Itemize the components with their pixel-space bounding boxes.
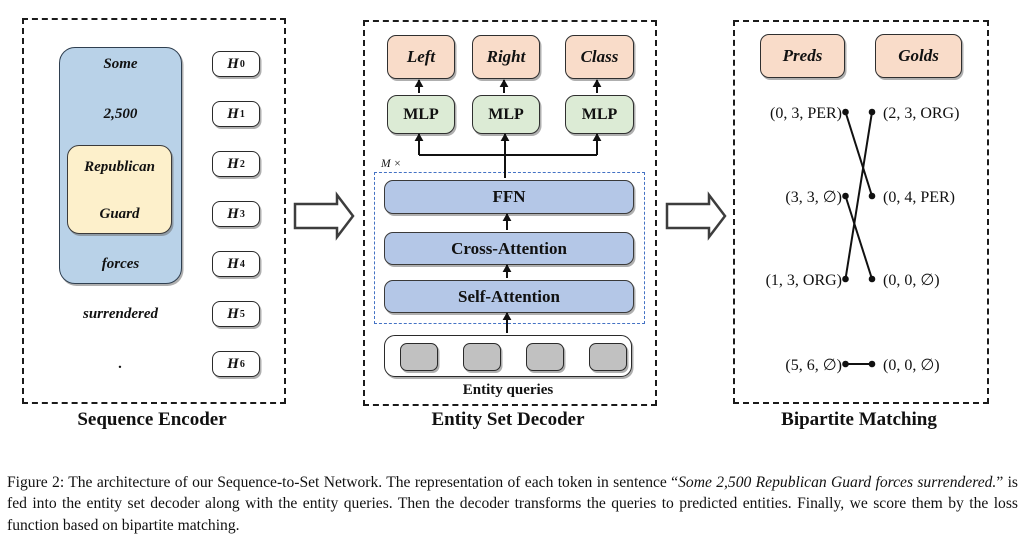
gold-tuple-3: (0, 0, ∅)	[883, 357, 940, 374]
decoder-loop-box	[374, 172, 645, 324]
token-surrendered: surrendered	[82, 306, 158, 322]
entity-query-slot	[400, 343, 438, 371]
decoder-loop-count-label: M ×	[381, 158, 402, 170]
entity-span-box	[67, 145, 172, 234]
mlp-box-left: MLP	[387, 95, 455, 134]
ffn-layer-box: FFN	[384, 180, 634, 214]
entity-set-decoder-title: Entity Set Decoder	[431, 409, 585, 430]
entity-query-slot	[526, 343, 564, 371]
caption-suffix: ” is fed into the entity set decoder alo…	[7, 473, 1018, 534]
sequence-encoder-title: Sequence Encoder	[77, 409, 227, 430]
token-period: .	[118, 356, 123, 372]
bipartite-matching-title: Bipartite Matching	[781, 409, 937, 430]
caption-prefix: Figure 2: The architecture of our Sequen…	[7, 473, 679, 491]
token-forces: forces	[101, 256, 140, 272]
head-class-box: Class	[565, 35, 634, 79]
entity-queries-container	[384, 335, 632, 377]
entity-queries-label: Entity queries	[462, 382, 554, 398]
pred-tuple-1: (3, 3, ∅)	[785, 189, 842, 206]
pred-tuple-0: (0, 3, PER)	[770, 105, 842, 122]
cross-attention-layer-box: Cross-Attention	[384, 232, 634, 265]
self-attention-layer-box: Self-Attention	[384, 280, 634, 313]
pred-tuple-3: (5, 6, ∅)	[785, 357, 842, 374]
token-guard: Guard	[99, 206, 140, 222]
entity-set-decoder-panel: Left Right Class MLP MLP MLP M × FFN Cro…	[363, 20, 657, 406]
entity-query-slot	[589, 343, 627, 371]
pred-tuple-2: (1, 3, ORG)	[765, 272, 842, 289]
right-block-arrow-icon	[293, 191, 355, 241]
preds-header-box: Preds	[760, 34, 845, 78]
gold-tuple-2: (0, 0, ∅)	[883, 272, 940, 289]
bipartite-matching-panel: Preds Golds (0, 3, PER) (3, 3, ∅) (1, 3,…	[733, 20, 989, 404]
figure-2-diagram: Some 2,500 Republican Guard forces surre…	[22, 18, 989, 430]
head-right-box: Right	[472, 35, 540, 79]
mlp-box-class: MLP	[565, 95, 634, 134]
mlp-box-right: MLP	[472, 95, 540, 134]
token-some: Some	[103, 56, 138, 72]
entity-query-slot	[463, 343, 501, 371]
caption-sentence-italic: Some 2,500 Republican Guard forces surre…	[678, 473, 997, 491]
token-2500: 2,500	[103, 106, 138, 122]
gold-tuple-1: (0, 4, PER)	[883, 189, 955, 206]
gold-tuple-0: (2, 3, ORG)	[883, 105, 960, 122]
sequence-encoder-panel: Some 2,500 Republican Guard forces surre…	[22, 18, 286, 404]
figure-caption: Figure 2: The architecture of our Sequen…	[7, 472, 1018, 537]
head-left-box: Left	[387, 35, 455, 79]
golds-header-box: Golds	[875, 34, 962, 78]
token-republican: Republican	[84, 159, 155, 175]
right-block-arrow-icon	[665, 191, 727, 241]
